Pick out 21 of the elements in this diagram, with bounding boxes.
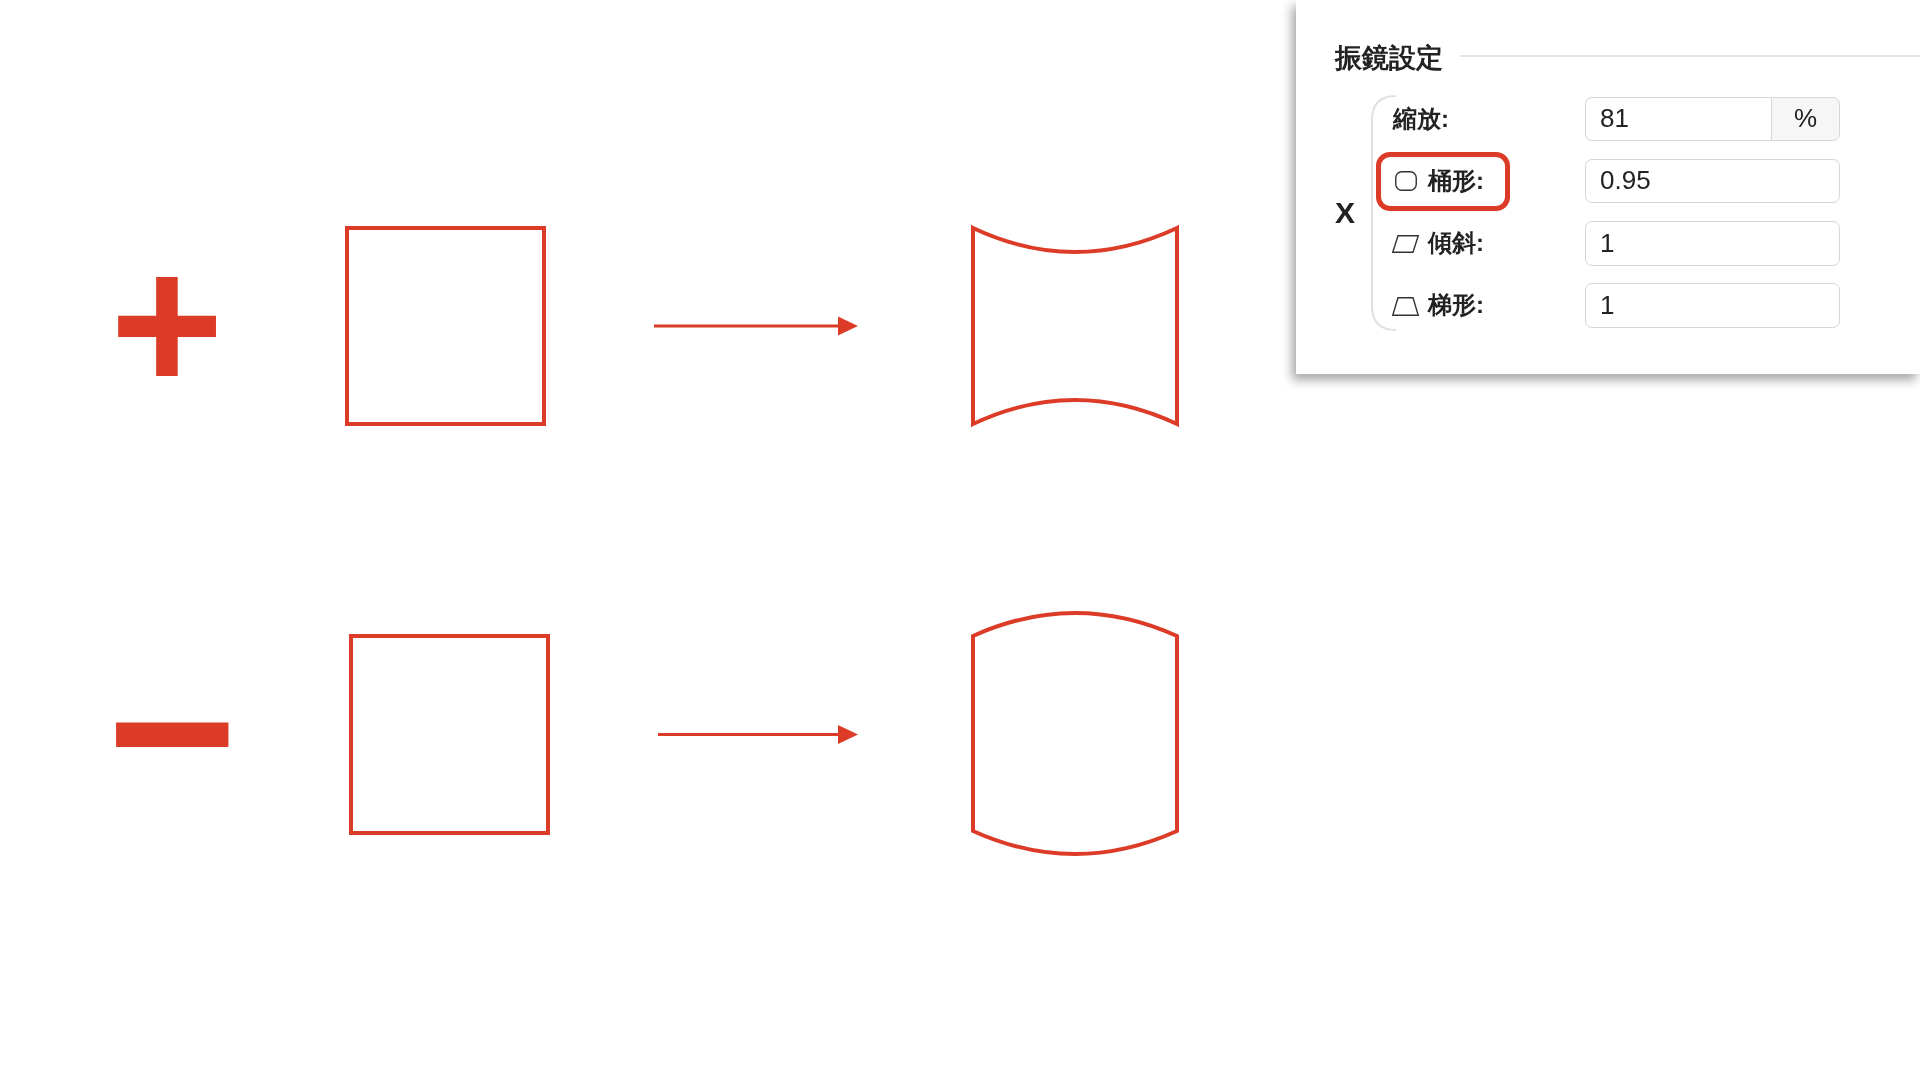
panel-title: 振鏡設定	[1335, 42, 1443, 74]
field-label: 傾斜:	[1428, 228, 1484, 258]
minus-sign: −	[107, 714, 238, 748]
settings-panel	[1296, 0, 1920, 374]
highlight-ring	[1376, 152, 1510, 211]
field-label: 梯形:	[1428, 290, 1484, 320]
input-field: 1	[1585, 283, 1840, 328]
input-field: 81	[1585, 97, 1771, 141]
arrow	[658, 725, 858, 744]
plus-sign: +	[110, 265, 224, 382]
unit-addon: %	[1771, 97, 1840, 141]
field-label: 縮放:	[1393, 104, 1449, 134]
field-label: 桶形:	[1428, 166, 1484, 196]
input-field: 0.95	[1585, 159, 1840, 203]
square-outline	[345, 226, 546, 426]
pincushion-outline	[971, 226, 1179, 426]
barrel-outline	[971, 611, 1179, 856]
arrow	[654, 316, 858, 336]
square-outline	[349, 634, 550, 835]
input-field: 1	[1585, 221, 1840, 266]
axis-label: X	[1335, 198, 1355, 228]
